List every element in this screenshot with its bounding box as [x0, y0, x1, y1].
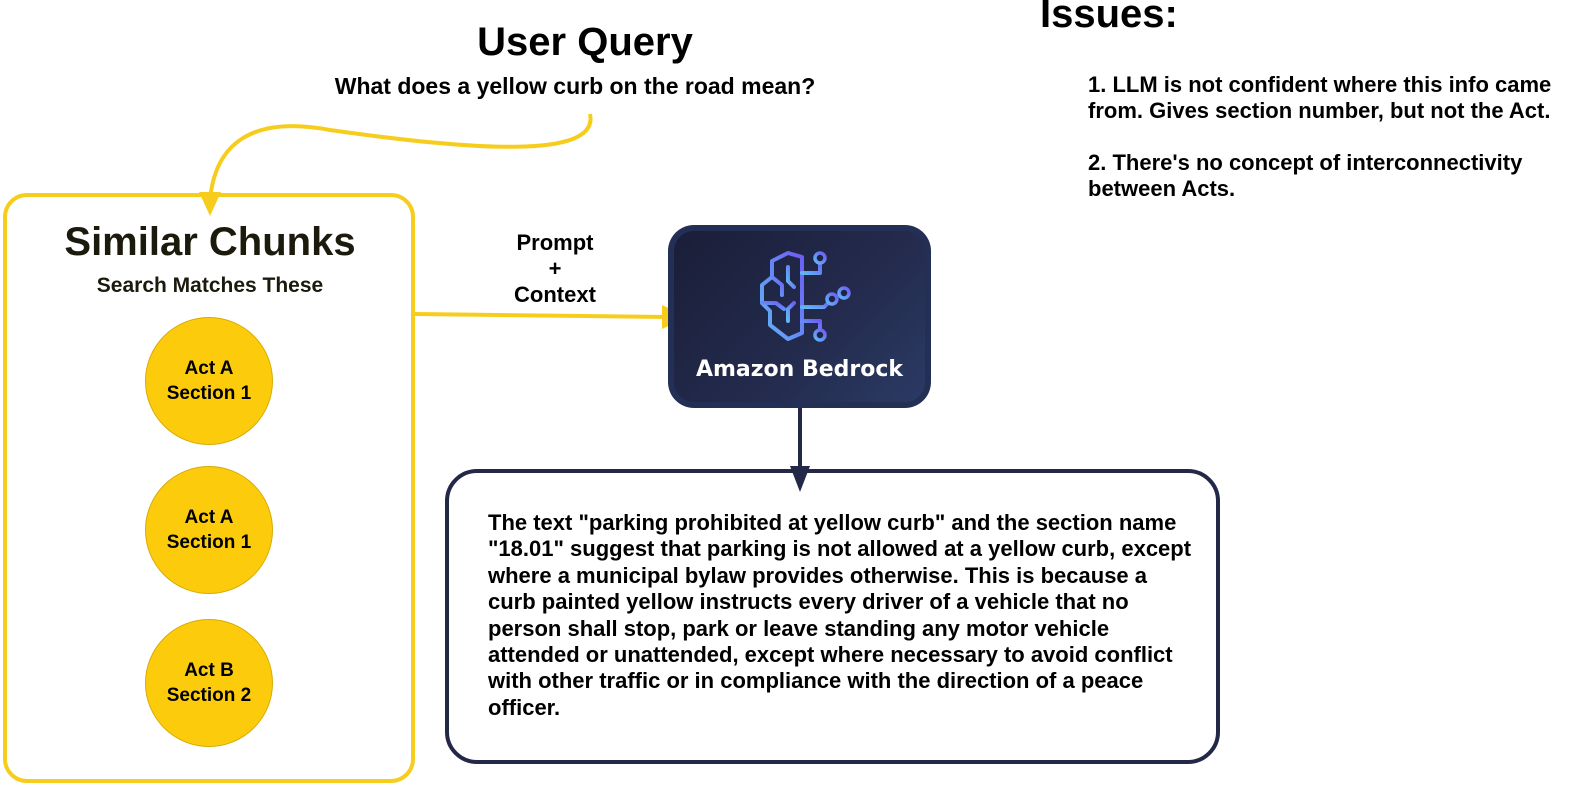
chunk-circle: Act A Section 1 [145, 317, 273, 445]
chunk-act: Act A [184, 358, 234, 379]
answer-box [445, 469, 1220, 764]
answer-text: The text "parking prohibited at yellow c… [488, 510, 1192, 720]
query-text: What does a yellow curb on the road mean… [334, 73, 816, 99]
arrow-label-line: + [548, 256, 562, 281]
similar-chunks-title: Similar Chunks [64, 220, 356, 264]
arrow-label-line: Prompt [516, 230, 594, 255]
query-to-chunks-arrow [208, 113, 593, 201]
chunk-section: Section 2 [166, 685, 252, 706]
arrow-label-line: Context [514, 282, 596, 307]
chunk-act: Act A [184, 507, 234, 528]
query-title: User Query [477, 20, 693, 64]
chunk-circle: Act B Section 2 [145, 619, 273, 747]
similar-chunks-subtitle: Search Matches These [96, 274, 324, 297]
chunk-circle: Act A Section 1 [145, 466, 273, 594]
amazon-bedrock-label: Amazon Bedrock [695, 357, 904, 382]
amazon-bedrock-card: Amazon Bedrock [668, 225, 931, 408]
brain-circuit-icon [760, 251, 851, 342]
chunk-section: Section 1 [166, 532, 252, 553]
chunks-to-bedrock-arrow [414, 312, 671, 319]
prompt-context-label: Prompt + Context [495, 230, 615, 308]
chunk-act: Act B [184, 660, 234, 681]
chunk-section: Section 1 [166, 383, 252, 404]
issue-item: 2. There's no concept of interconnectivi… [1088, 150, 1523, 201]
issue-item: 1. LLM is not confident where this info … [1088, 72, 1552, 123]
similar-chunks-panel [3, 193, 415, 783]
issues-title: Issues: [1040, 0, 1178, 36]
amazon-bedrock-card-inner: Amazon Bedrock [674, 231, 925, 402]
